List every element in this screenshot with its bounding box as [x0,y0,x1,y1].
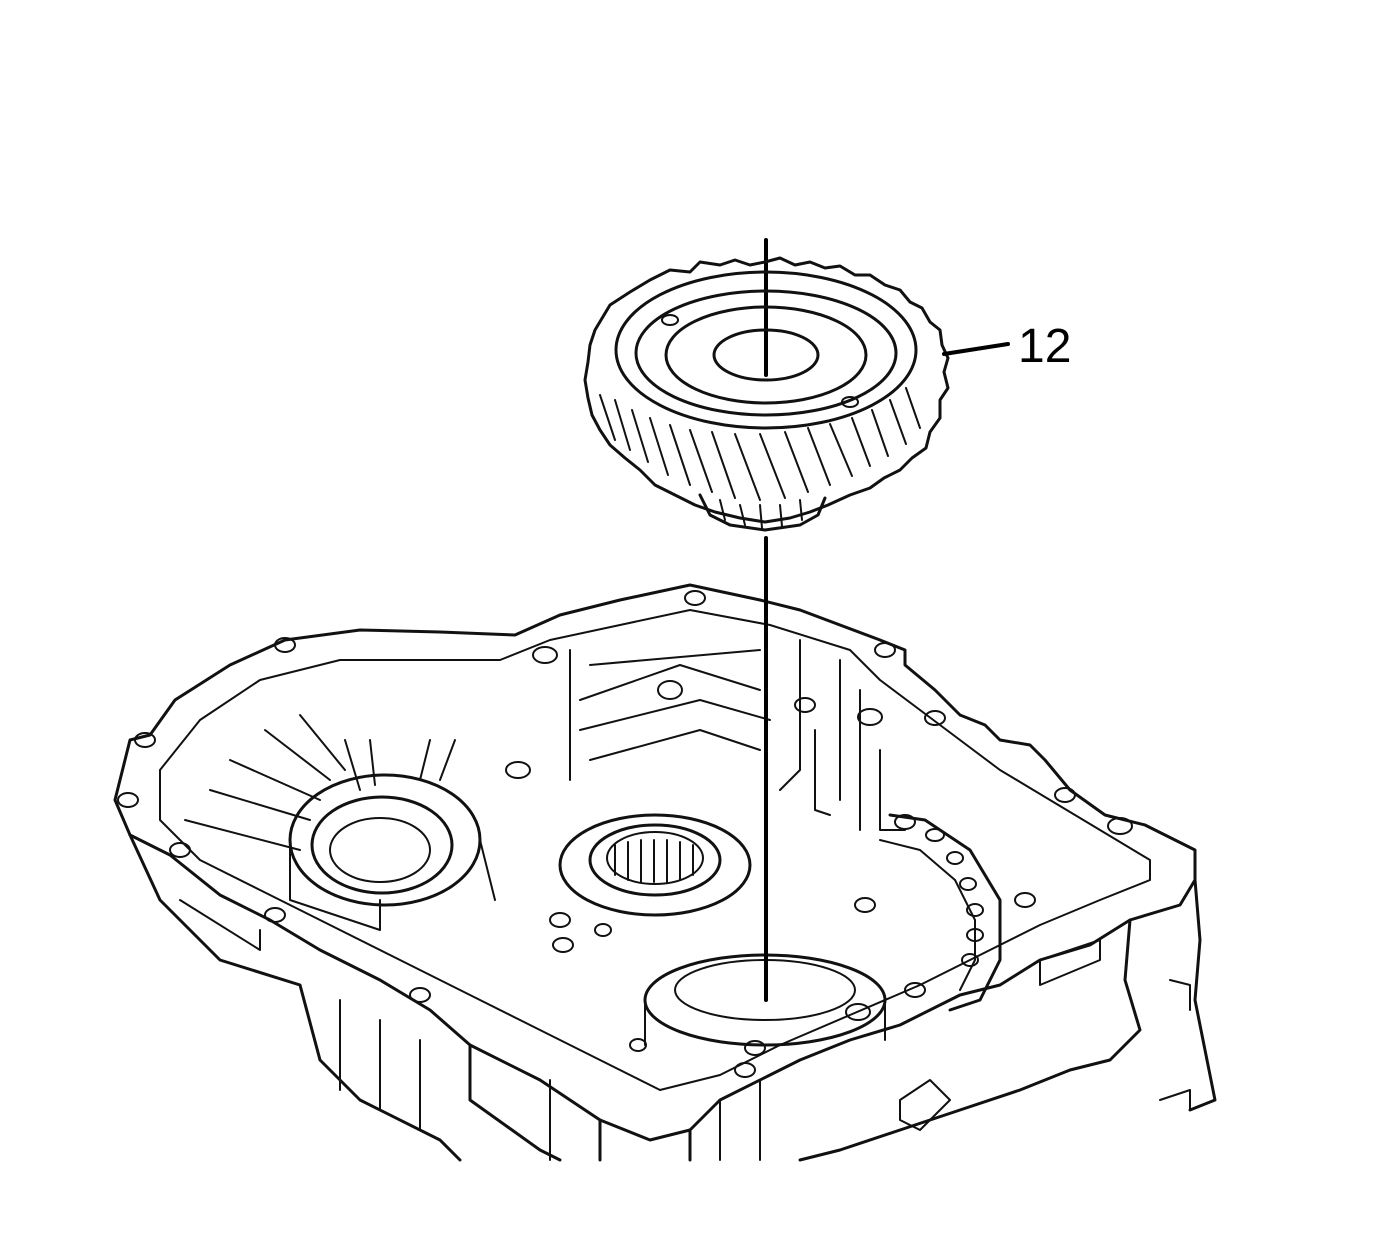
left-ribs [179,714,456,951]
callout-12: 12 [942,320,1071,373]
center-bearing-bore [558,813,752,917]
gear-face-outer [614,270,918,430]
bolt-holes [117,590,1133,1078]
callout-label: 12 [1018,320,1071,373]
case-lower-wall-left [128,833,462,1162]
gear [583,256,950,532]
case-lower-rib [339,999,761,1161]
case-inner-flange [159,609,1151,1091]
gear-tooth-band [599,387,921,501]
gear-face-hole [661,314,679,326]
transmission-case [113,583,1217,1162]
callout-leader-line [942,342,1010,356]
gear-face-hole [841,396,859,408]
gear-tooth-ring [583,256,950,524]
case-lower-wall-right [798,878,1217,1162]
left-bearing-boss [288,773,496,931]
gear-bore [712,328,820,382]
right-side-details [899,939,1191,1131]
upper-center-ribs [569,639,906,831]
right-perforated-arc [879,813,1002,1012]
gear-pinion-splines [719,499,803,529]
gear-hub [664,305,868,405]
gear-face-inner [634,289,898,417]
case-flange-outline [113,583,1197,1142]
gear-pinion-stub [698,493,827,532]
